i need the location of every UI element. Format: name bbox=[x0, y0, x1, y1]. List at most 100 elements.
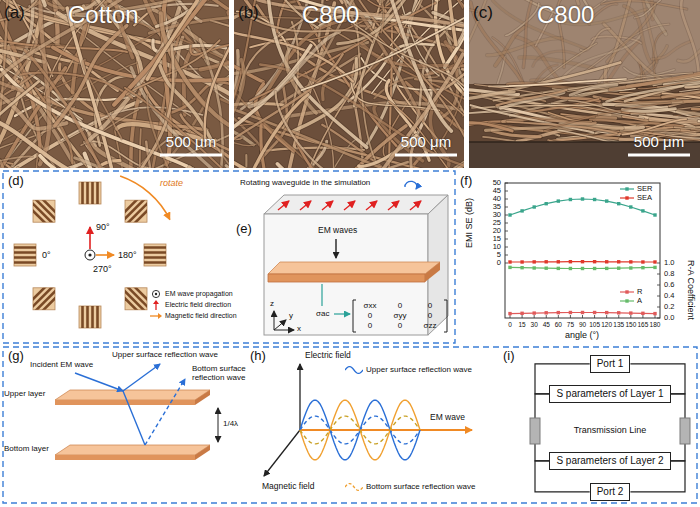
data-marker bbox=[617, 267, 620, 270]
sem-fiber bbox=[150, 45, 311, 196]
layer-plate bbox=[55, 400, 195, 405]
sample-square bbox=[14, 248, 36, 263]
field-symbol bbox=[88, 253, 91, 256]
matrix-bracket bbox=[353, 300, 447, 332]
sample-stripe bbox=[144, 251, 166, 254]
sem-fiber bbox=[28, 186, 93, 361]
panel-letter: (a) bbox=[4, 3, 25, 23]
sample-square bbox=[125, 288, 147, 310]
legend-sample bbox=[152, 290, 159, 297]
sample-stripe bbox=[144, 256, 166, 259]
circuit-box: Port 2 bbox=[590, 483, 631, 501]
data-marker bbox=[617, 260, 620, 263]
data-marker bbox=[520, 209, 523, 212]
axis-tick bbox=[582, 315, 583, 318]
data-marker bbox=[581, 267, 584, 270]
axis-tick bbox=[657, 307, 660, 308]
box-text: S parameters of Layer 1 bbox=[556, 388, 663, 400]
label-box: z bbox=[270, 299, 274, 308]
axis-tick bbox=[657, 285, 660, 286]
field-symbol bbox=[89, 227, 91, 249]
axis-name: Magnetic field bbox=[262, 482, 314, 492]
sample-square bbox=[135, 244, 175, 266]
data-marker bbox=[641, 260, 644, 263]
axis-tick bbox=[505, 263, 508, 264]
sample-square bbox=[83, 306, 98, 328]
label-box: x bbox=[297, 324, 301, 333]
legend-sample bbox=[620, 193, 634, 203]
sem-fiber bbox=[471, 105, 594, 132]
sample-square bbox=[83, 182, 98, 204]
sample-stripe bbox=[14, 251, 36, 254]
label-box: 0 bbox=[428, 311, 432, 320]
label-box: Bottom surface reflection wave bbox=[192, 364, 248, 382]
sample-square bbox=[144, 248, 166, 263]
sem-fiber bbox=[171, 54, 343, 194]
wave-ray bbox=[123, 364, 160, 391]
sample-square bbox=[125, 200, 147, 222]
sample-square bbox=[25, 279, 64, 318]
label-box: 5 bbox=[497, 251, 501, 260]
label-box: (d) bbox=[8, 174, 24, 189]
sem-fiber bbox=[129, 48, 212, 113]
matrix-bracket bbox=[353, 300, 356, 332]
sem-fiber bbox=[506, 3, 539, 35]
sem-fiber bbox=[8, 170, 123, 372]
tick-label: 35 bbox=[493, 203, 501, 212]
panel-letter: (d) bbox=[8, 174, 24, 189]
sem-fiber bbox=[458, 91, 514, 99]
data-marker bbox=[520, 266, 523, 269]
transmission-line-symbol bbox=[530, 418, 540, 444]
sample-stripe bbox=[14, 256, 36, 259]
matrix-cell: 0 bbox=[368, 311, 372, 320]
label-box: 20 bbox=[493, 227, 501, 236]
circuit-box: Port 1 bbox=[590, 355, 631, 373]
data-marker bbox=[557, 267, 560, 270]
sample-square bbox=[79, 173, 101, 213]
label-box: (e) bbox=[236, 222, 252, 237]
waveguide-prism bbox=[425, 262, 440, 282]
electric-field-arrow bbox=[300, 201, 311, 210]
data-marker bbox=[629, 205, 632, 208]
sample-stripe bbox=[86, 182, 89, 204]
sem-fiber bbox=[40, 156, 199, 191]
label-box: (g) bbox=[8, 349, 24, 364]
label-box: 1/4λ bbox=[223, 419, 238, 428]
label-box: 35 bbox=[493, 203, 501, 212]
sem-fiber bbox=[475, 85, 560, 98]
matrix-cell: 0 bbox=[428, 311, 432, 320]
label-box: Incident EM wave bbox=[30, 360, 93, 369]
sem-fiber bbox=[622, 119, 686, 135]
sample-stripe bbox=[81, 182, 84, 204]
sem-fiber bbox=[506, 3, 539, 35]
scale-bar bbox=[160, 154, 690, 157]
circuit-box: S parameters of Layer 1 bbox=[549, 385, 670, 403]
sem-fiber bbox=[55, 26, 127, 126]
sem-fiber bbox=[681, 0, 699, 78]
label-box: σyy bbox=[394, 311, 407, 320]
label-box: 500 μm bbox=[166, 133, 216, 150]
tick-label: 15 bbox=[518, 321, 525, 328]
data-marker bbox=[520, 312, 523, 315]
label-box: C800 bbox=[537, 1, 594, 29]
field-symbol bbox=[96, 254, 114, 256]
label-box: σxx bbox=[364, 301, 377, 310]
data-marker bbox=[593, 267, 596, 270]
label-box: (i) bbox=[503, 349, 515, 364]
electric-field-arrow bbox=[322, 201, 333, 210]
label-box: rotate bbox=[160, 178, 183, 188]
label-box: (c) bbox=[473, 3, 493, 23]
legend-sample bbox=[625, 187, 628, 190]
dimension-label: 1/4λ bbox=[223, 419, 238, 428]
legend-sample bbox=[155, 303, 156, 310]
wave-ray bbox=[75, 364, 185, 445]
data-marker bbox=[641, 209, 644, 212]
sem-fiber bbox=[77, 161, 120, 220]
axis-tick bbox=[657, 263, 660, 264]
legend-sample bbox=[150, 300, 162, 310]
tick-label: 15 bbox=[493, 235, 501, 244]
sem-fiber bbox=[652, 41, 691, 59]
scale-label: 500 μm bbox=[634, 133, 684, 150]
sample-stripe bbox=[33, 288, 55, 310]
sem-fiber bbox=[8, 170, 123, 372]
